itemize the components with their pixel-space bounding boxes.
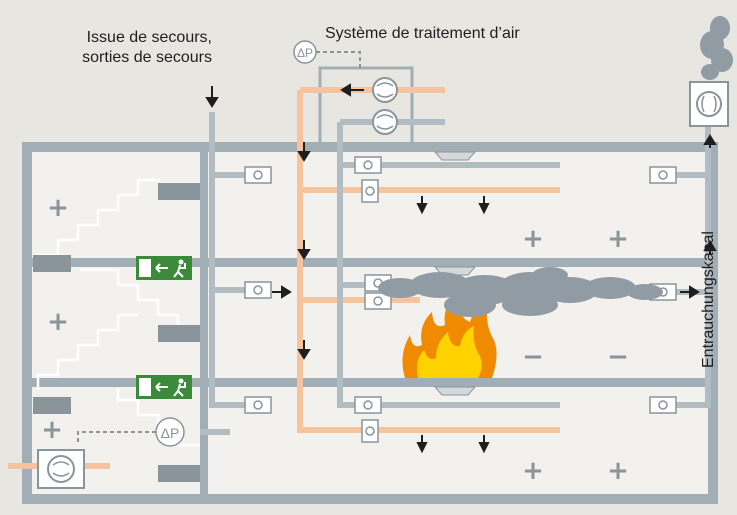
stair-flight-lower <box>36 313 138 390</box>
exit-sign-icon <box>136 375 192 399</box>
landing-block <box>33 255 71 272</box>
stairwell-wall <box>200 147 208 499</box>
airflow-arrow-icon <box>205 83 717 454</box>
sensor-line <box>77 431 156 445</box>
landing-block <box>158 325 200 342</box>
landing-block <box>158 183 200 200</box>
fan-icon <box>47 455 75 483</box>
fan-icon <box>372 77 398 103</box>
pressure-plus-icon: + <box>522 224 544 254</box>
escape-route-label-line1: Issue de secours, <box>86 29 212 46</box>
hvac-unit-housing <box>318 66 414 150</box>
floor-slab-1 <box>27 378 713 387</box>
pressure-plus-icon: + <box>41 415 63 445</box>
pressure-plus-icon: + <box>607 224 629 254</box>
landing-block <box>158 465 200 482</box>
sensor-line <box>316 51 361 68</box>
pressure-minus-icon: − <box>607 342 629 372</box>
hvac-system-label: Système de traitement d’air <box>325 25 520 42</box>
pressure-sensor-label: ΔP <box>161 425 180 441</box>
escape-route-label: Issue de secours, sorties de secours <box>38 28 212 68</box>
escape-route-label-line2: sorties de secours <box>82 49 212 66</box>
fan-icon <box>696 91 722 117</box>
smoke-channel-label: Entrauchungskanal <box>700 231 717 368</box>
pressure-minus-icon: − <box>522 342 544 372</box>
pressure-plus-icon: + <box>47 193 69 223</box>
pressure-plus-icon: + <box>607 456 629 486</box>
pressure-plus-icon: + <box>522 456 544 486</box>
pressure-sensor-label: ΔP <box>297 46 313 60</box>
exit-sign-icon <box>136 256 192 280</box>
landing-block <box>33 397 71 414</box>
stair-flight-middle <box>80 268 200 332</box>
pressure-plus-icon: + <box>47 307 69 337</box>
floor-slab-2 <box>27 258 713 267</box>
fan-icon <box>372 109 398 135</box>
smoke-cloud-icon <box>378 16 733 317</box>
